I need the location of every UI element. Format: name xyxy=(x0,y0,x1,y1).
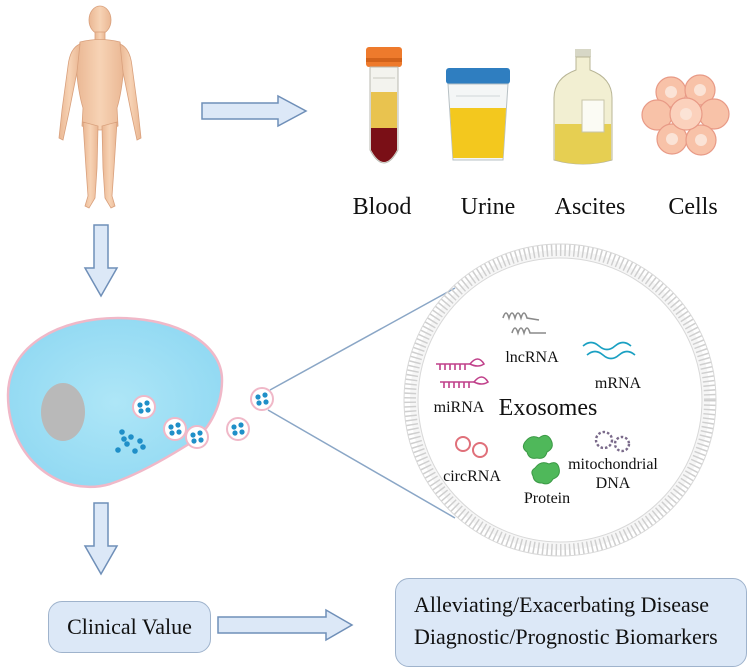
urine-cup-icon xyxy=(446,68,510,161)
arrow-to-cell xyxy=(83,224,119,298)
ascites-bottle-icon xyxy=(553,49,613,165)
vesicle-5 xyxy=(250,387,274,411)
nucleus xyxy=(41,383,85,441)
label-lncrna: lncRNA xyxy=(505,349,559,366)
cells-cluster-icon xyxy=(641,74,730,156)
label-urine: Urine xyxy=(461,194,516,220)
vesicle-3 xyxy=(185,425,209,449)
parent-cell xyxy=(6,316,224,489)
label-mito-line1: mitochondrial xyxy=(568,456,658,473)
vesicle-4 xyxy=(226,417,250,441)
clinical-value-box: Clinical Value xyxy=(48,601,211,653)
lncrna-icon xyxy=(502,312,546,336)
clinical-outcomes-box: Alleviating/Exacerbating Disease Diagnos… xyxy=(395,578,747,667)
label-ascites: Ascites xyxy=(555,194,626,220)
mrna-icon xyxy=(582,341,636,360)
mirna-icon xyxy=(436,358,490,388)
outcome-disease: Alleviating/Exacerbating Disease xyxy=(414,592,710,617)
arrow-to-outcomes xyxy=(217,608,354,642)
human-body-icon xyxy=(58,5,142,209)
blood-tube-icon xyxy=(366,47,402,164)
vesicle-2 xyxy=(163,417,187,441)
circrna-icon xyxy=(455,436,488,458)
vesicle-1 xyxy=(132,395,156,419)
label-circrna: circRNA xyxy=(443,468,501,485)
label-cells: Cells xyxy=(668,194,717,220)
clinical-value-label: Clinical Value xyxy=(67,614,192,639)
protein-icon xyxy=(522,434,560,485)
outcome-biomarkers: Diagnostic/Prognostic Biomarkers xyxy=(414,624,718,649)
arrow-to-clinical xyxy=(83,502,119,576)
label-mrna: mRNA xyxy=(595,375,642,392)
mitochondrial-dna-icon xyxy=(594,430,631,453)
zoom-line-top xyxy=(269,287,456,391)
exosome-dots xyxy=(115,429,146,454)
arrow-to-samples xyxy=(201,94,308,128)
label-protein: Protein xyxy=(524,490,570,507)
label-mirna: miRNA xyxy=(434,399,485,416)
label-blood: Blood xyxy=(353,194,412,220)
label-mito-line2: DNA xyxy=(596,475,631,492)
zoom-line-bottom xyxy=(267,409,456,519)
exosome-zoom-circle xyxy=(403,243,717,557)
exosomes-title: Exosomes xyxy=(499,395,598,421)
